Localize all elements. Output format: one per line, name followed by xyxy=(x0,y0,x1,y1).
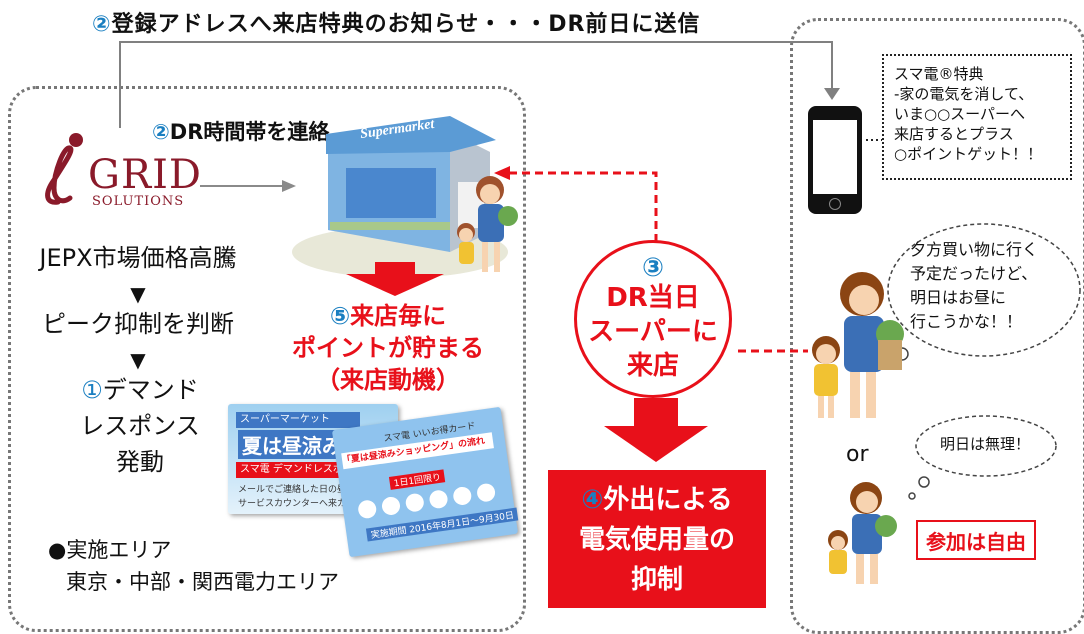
page-title: ②登録アドレスへ来店特典のお知らせ・・・DR前日に送信 xyxy=(92,12,701,37)
supermarket-illustration: Supermarket xyxy=(290,112,520,282)
card1-line2: サービスカウンターへ来カード xyxy=(238,499,365,509)
phone-screen xyxy=(813,120,857,194)
logo-solutions-text: SOLUTIONS xyxy=(92,194,185,209)
points-down-arrow xyxy=(346,262,444,296)
thought-text-2: 明日は無理！ xyxy=(940,435,1031,453)
points-text: ⑤来店毎に ポイントが貯まる （来店動機） xyxy=(292,302,484,394)
dr-day-circle: ③ DR当日 スーパーに 来店 xyxy=(574,240,732,398)
thought-bubble-2 xyxy=(908,415,1057,500)
shopper-small-illustration xyxy=(828,482,897,584)
flow-peak: ピーク抑制を判断 xyxy=(42,310,234,338)
thought-text-1: 夕方買い物に行く 予定だったけど、 明日はお昼に 行こうかな！！ xyxy=(910,240,1039,331)
card1-top: スーパーマーケット xyxy=(236,412,360,428)
result-box: ④外出による 電気使用量の 抑制 xyxy=(548,470,766,608)
demand-response: ①デマンド レスポンス 発動 xyxy=(80,376,200,476)
smartphone-icon xyxy=(808,106,862,214)
card1-line1: メールでご連絡した日の昼日 xyxy=(238,485,356,495)
logo-grid-text: GRID xyxy=(88,152,202,198)
store-drawing xyxy=(292,116,508,278)
connector-lines xyxy=(119,41,882,353)
participation-free-label: 参加は自由 xyxy=(916,520,1036,560)
area-value: 東京・中部・関西電力エリア xyxy=(66,570,339,594)
flow-arrow-1: ▼ xyxy=(130,282,146,306)
result-down-arrow xyxy=(604,398,708,462)
flow-jepx: JEPX市場価格高騰 xyxy=(39,244,237,272)
card2-badge: 1日1回限り xyxy=(388,469,446,490)
shopper-family-illustration xyxy=(812,272,904,418)
igrid-logo: GRID SOLUTIONS xyxy=(40,132,202,212)
stamp-slots xyxy=(358,483,496,519)
flow-arrow-2: ▼ xyxy=(130,348,146,372)
dr-contact-label: ②DR時間帯を連絡 xyxy=(152,120,330,144)
logo-mark xyxy=(45,133,83,205)
phone-home-button xyxy=(829,198,841,210)
area-label: ●実施エリア xyxy=(48,538,172,562)
phone-message-bubble: スマ電®特典 -家の電気を消して、 いま○○スーパーへ 来店するとプラス ○ポイ… xyxy=(882,54,1072,180)
point-card-front: スマ電 いいお得カード 「夏は昼涼みショッピング」の流れ 1日1回限り 実施期間… xyxy=(331,406,519,558)
or-label: or xyxy=(846,442,869,467)
shoppers-store-illustration xyxy=(457,176,518,272)
card1-title: 夏は昼涼み xyxy=(238,430,346,459)
